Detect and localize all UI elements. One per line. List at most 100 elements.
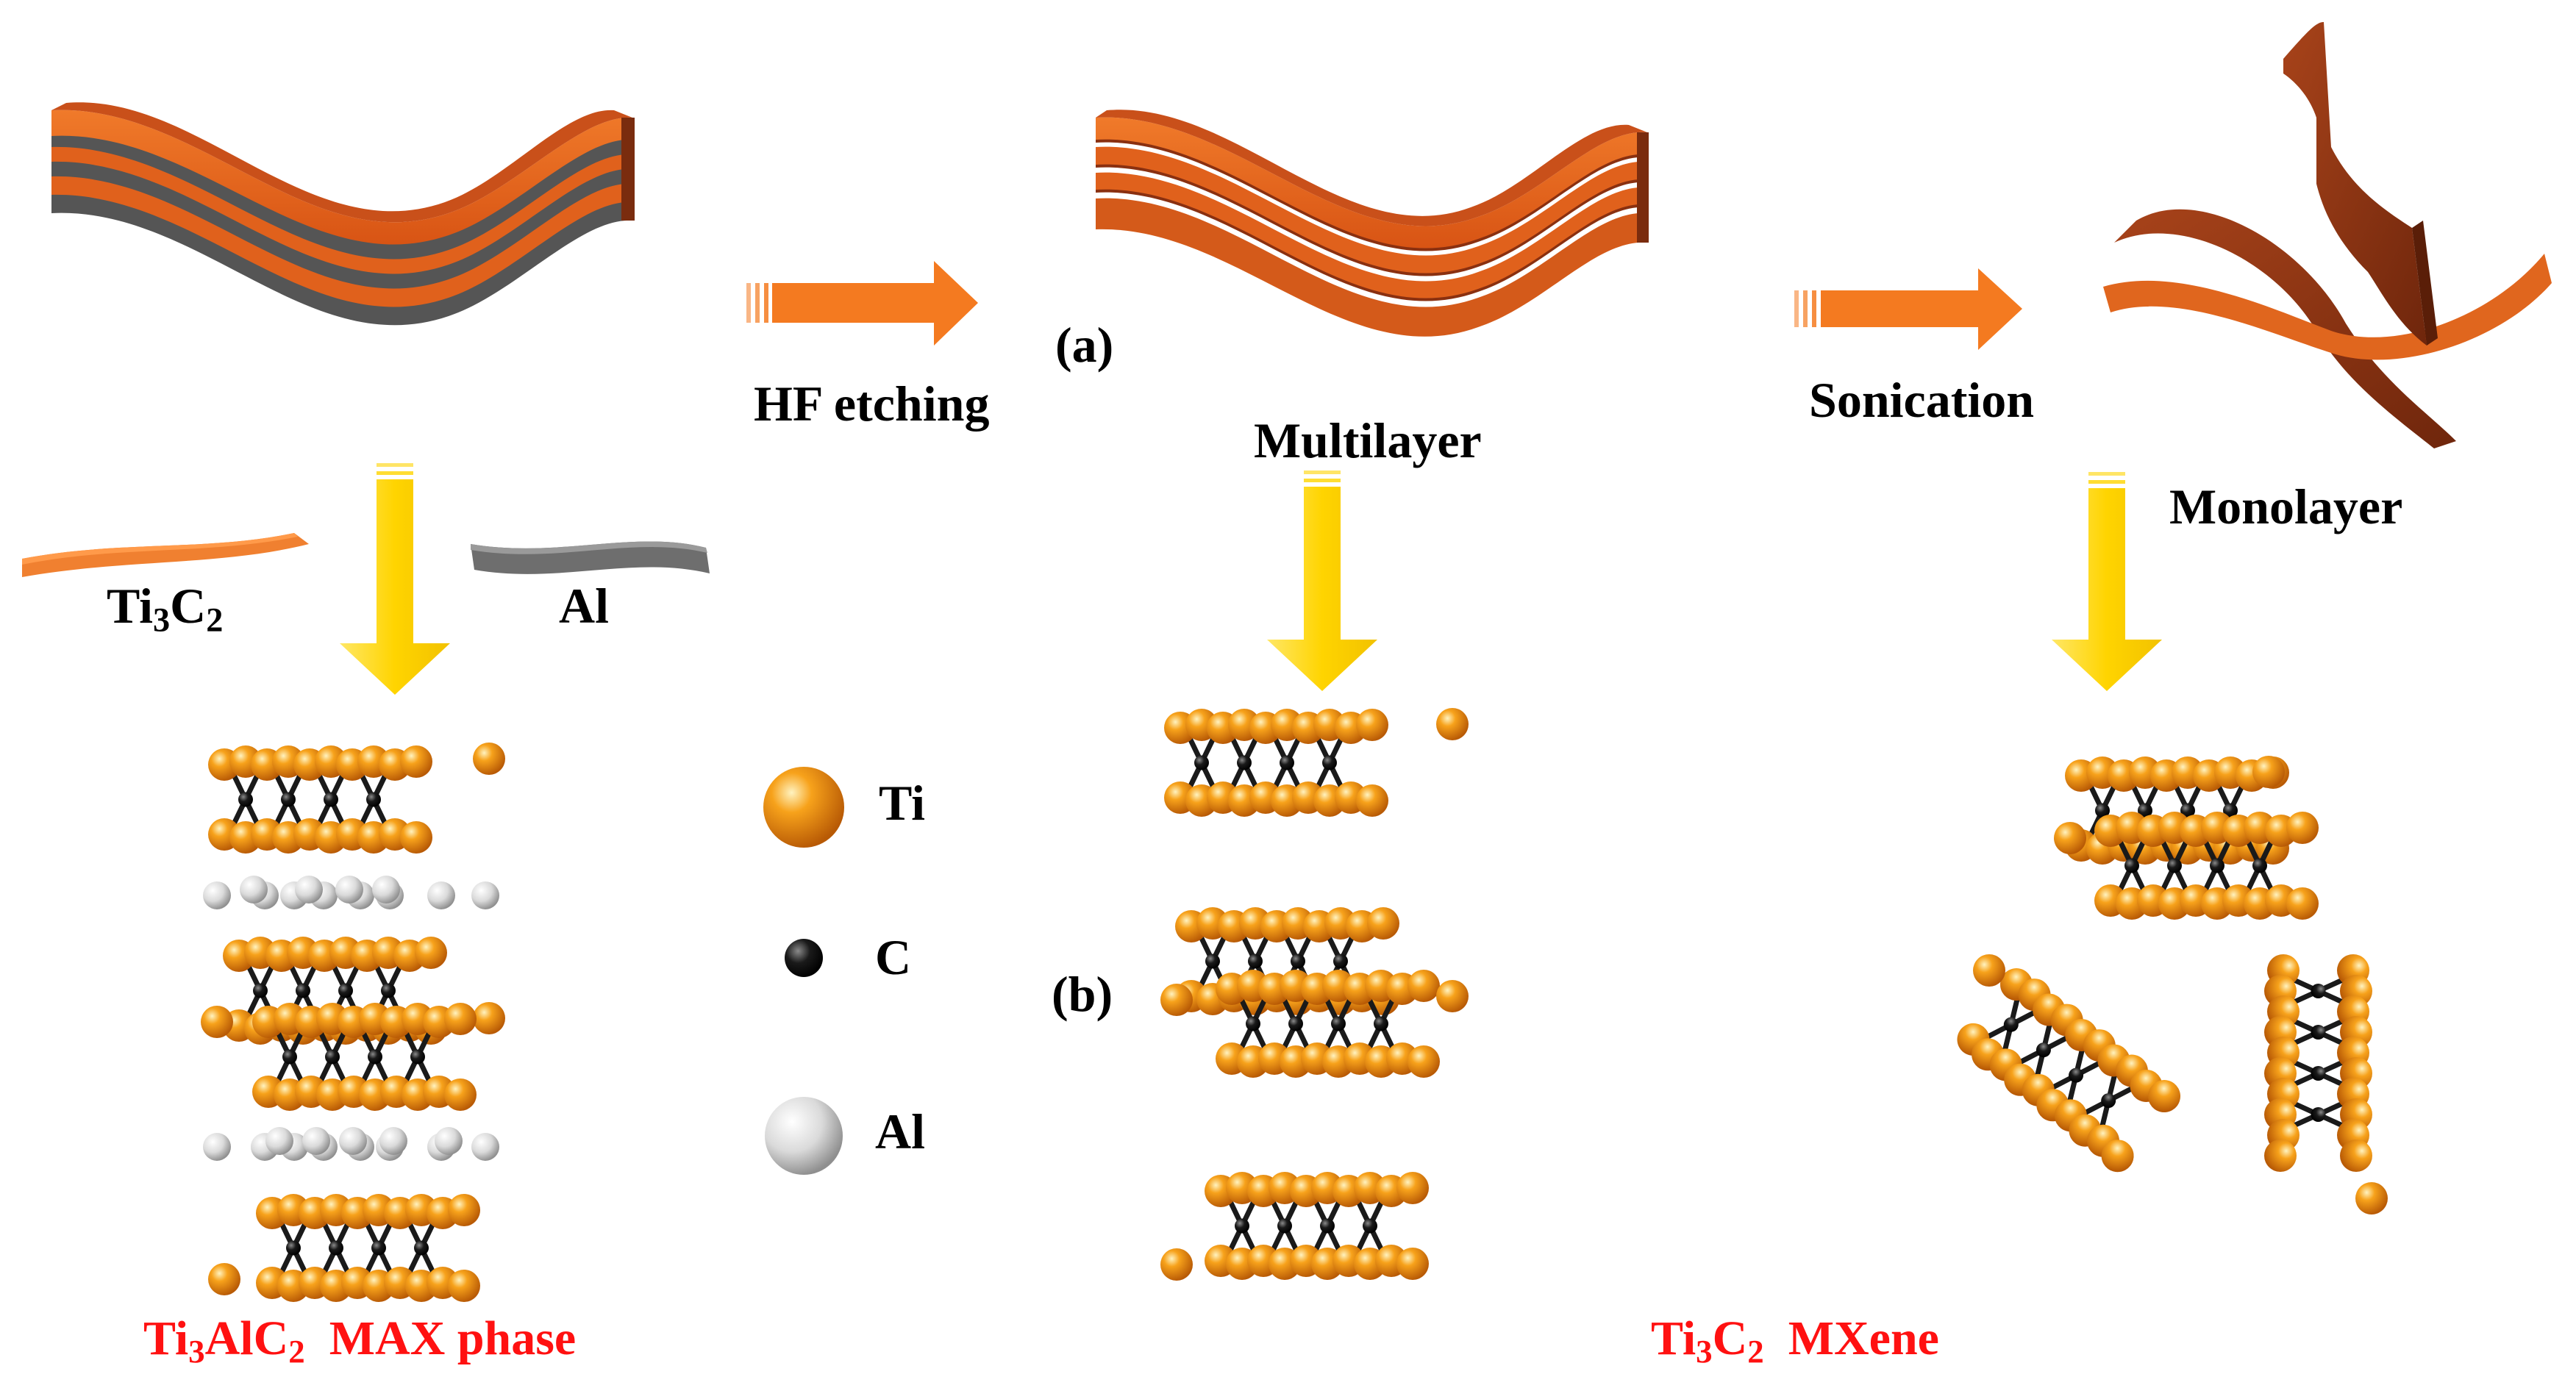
ti-atom bbox=[2054, 822, 2086, 854]
c-atom bbox=[1277, 1218, 1292, 1234]
c-atom bbox=[2311, 1066, 2326, 1081]
ti-atom bbox=[208, 1263, 240, 1295]
c-atom bbox=[2124, 858, 2139, 873]
multilayer-atomic-structure bbox=[1160, 708, 1469, 1281]
c-atom bbox=[2167, 858, 2182, 873]
ti-atom bbox=[1356, 709, 1388, 741]
ti-atom bbox=[400, 745, 432, 778]
ti-atom bbox=[2286, 812, 2319, 844]
c-atom bbox=[253, 983, 268, 998]
ribbon-end-cap bbox=[621, 118, 635, 221]
c-atom bbox=[1237, 755, 1252, 770]
al-ribbon-label: Al bbox=[559, 578, 609, 634]
legend bbox=[763, 767, 844, 1175]
ribbon-layer bbox=[51, 143, 632, 274]
legend-ti-label: Ti bbox=[879, 775, 926, 831]
ribbon-layer bbox=[1096, 172, 1647, 298]
al-atom bbox=[372, 876, 400, 904]
mxene-caption: Ti3C2 MXene bbox=[1651, 1312, 1939, 1370]
c-atom bbox=[286, 1240, 301, 1256]
ti-atom bbox=[448, 1270, 480, 1302]
c-atom bbox=[324, 792, 338, 807]
ti-atom bbox=[1160, 984, 1193, 1016]
ti-atom bbox=[473, 1002, 505, 1034]
al-atom bbox=[203, 881, 231, 909]
legend-ti-sphere bbox=[763, 767, 844, 848]
ti-atom bbox=[444, 1078, 477, 1111]
ti-atom bbox=[448, 1194, 480, 1226]
sonication-arrow bbox=[1794, 268, 2022, 350]
ti-atom bbox=[2355, 1182, 2388, 1214]
ti-atom bbox=[2286, 887, 2319, 920]
al-atom bbox=[302, 1127, 330, 1155]
ti3c2-ribbon-label: Ti3C2 bbox=[107, 578, 224, 640]
ti-atom bbox=[400, 821, 432, 854]
ti-atom bbox=[2252, 756, 2285, 788]
ti-atom bbox=[2340, 1140, 2372, 1172]
c-atom bbox=[1331, 1016, 1346, 1031]
ti-atom bbox=[1436, 708, 1469, 740]
structure-arrow-multilayer bbox=[1267, 471, 1377, 691]
c-atom bbox=[1205, 954, 1220, 969]
ti-atom bbox=[1396, 1172, 1429, 1204]
c-atom bbox=[2069, 1067, 2084, 1083]
c-atom bbox=[2138, 803, 2152, 818]
c-atom bbox=[366, 792, 381, 807]
c-atom bbox=[2095, 803, 2110, 818]
c-atom bbox=[338, 983, 353, 998]
c-atom bbox=[325, 1049, 340, 1065]
ti-atom bbox=[201, 1006, 233, 1038]
c-atom bbox=[2003, 1017, 2019, 1032]
ribbon-layer bbox=[51, 157, 632, 289]
monolayer-label: Monolayer bbox=[2169, 479, 2403, 534]
c-atom bbox=[368, 1049, 382, 1065]
panel-a-label: (a) bbox=[1055, 317, 1114, 373]
ti-atom bbox=[1407, 1045, 1440, 1078]
multilayer-ribbon-stack bbox=[1096, 110, 1649, 337]
ti-atom bbox=[2101, 1140, 2134, 1173]
al-atom bbox=[339, 1127, 367, 1155]
al-atom bbox=[379, 1127, 407, 1155]
max-phase-ribbon-stack bbox=[51, 102, 635, 326]
legend-al-label: Al bbox=[875, 1103, 925, 1159]
c-atom bbox=[1235, 1218, 1249, 1234]
ti-atom bbox=[1407, 970, 1440, 1002]
ribbon-top-face bbox=[51, 110, 632, 245]
ti-atom bbox=[473, 743, 505, 775]
c-atom bbox=[1246, 1016, 1260, 1031]
ti-atom bbox=[1973, 954, 2005, 987]
c-atom bbox=[381, 983, 396, 998]
c-atom bbox=[1322, 755, 1337, 770]
max-phase-atomic-structure bbox=[201, 743, 505, 1302]
c-atom bbox=[1248, 954, 1263, 969]
multilayer-label: Multilayer bbox=[1254, 412, 1482, 468]
ribbon-layer bbox=[51, 187, 632, 326]
al-atom bbox=[240, 876, 268, 904]
al-atom bbox=[203, 1133, 231, 1161]
c-atom bbox=[2252, 858, 2267, 873]
c-atom bbox=[281, 792, 296, 807]
c-atom bbox=[371, 1240, 386, 1256]
sonication-label: Sonication bbox=[1809, 372, 2035, 428]
structure-arrow-monolayer bbox=[2052, 472, 2162, 691]
ti-atom bbox=[1396, 1248, 1429, 1280]
c-atom bbox=[1333, 954, 1348, 969]
ti-atom bbox=[2148, 1080, 2181, 1113]
ti-atom bbox=[2264, 1140, 2297, 1172]
structure-arrow-max bbox=[340, 463, 450, 695]
ribbon-top-face bbox=[1096, 117, 1647, 248]
legend-al-sphere bbox=[765, 1097, 843, 1175]
legend-c-label: C bbox=[875, 929, 912, 985]
hf-etching-label: HF etching bbox=[754, 376, 990, 432]
al-atom bbox=[471, 1133, 499, 1161]
ribbon-layer bbox=[1096, 146, 1647, 273]
c-atom bbox=[2036, 1042, 2051, 1058]
monolayer-sheets bbox=[2103, 22, 2552, 448]
c-atom bbox=[2311, 1025, 2326, 1040]
c-atom bbox=[296, 983, 310, 998]
ribbon-top-edge bbox=[51, 102, 632, 223]
ti-atom bbox=[415, 937, 447, 969]
ti-atom bbox=[444, 1003, 477, 1035]
c-atom bbox=[238, 792, 253, 807]
